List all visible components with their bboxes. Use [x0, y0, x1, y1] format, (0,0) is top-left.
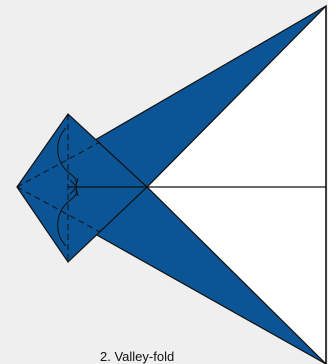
step-caption: 2. Valley-fold	[100, 350, 260, 364]
